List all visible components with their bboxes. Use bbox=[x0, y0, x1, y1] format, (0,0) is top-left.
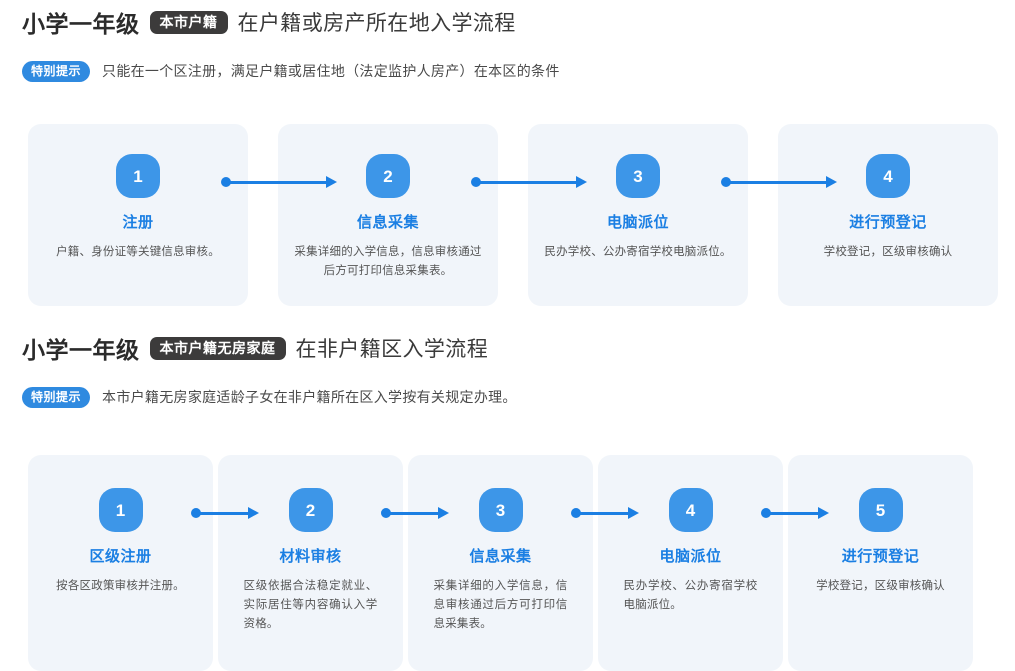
step-number-badge: 4 bbox=[866, 154, 910, 198]
step-title: 材料审核 bbox=[279, 548, 342, 565]
step-card[interactable]: 2 材料审核 区级依据合法稳定就业、实际居住等内容确认入学资格。 bbox=[218, 455, 449, 671]
step-description: 民办学校、公办寄宿学校电脑派位。 bbox=[544, 246, 732, 258]
step-number-badge: 2 bbox=[288, 488, 333, 532]
step-card[interactable]: 5 进行预登记 学校登记，区级审核确认 bbox=[788, 455, 973, 671]
step-description: 户籍、身份证等关键信息审核。 bbox=[56, 246, 220, 258]
tip-row: 特别提示 本市户籍无房家庭适龄子女在非户籍所在区入学按有关规定办理。 bbox=[0, 380, 1015, 414]
connector-dot-icon bbox=[381, 508, 391, 518]
connector-dot-icon bbox=[221, 177, 231, 187]
step-title: 电脑派位 bbox=[659, 548, 722, 565]
step-description: 民办学校、公办寄宿学校电脑派位。 bbox=[623, 580, 758, 611]
flow-steps-local-hukou: 1 注册 户籍、身份证等关键信息审核。 2 信息采集 采集详细的入学信息，信息审… bbox=[28, 124, 998, 306]
step-card[interactable]: 4 进行预登记 学校登记，区级审核确认 bbox=[778, 124, 998, 306]
step-title: 进行预登记 bbox=[841, 548, 920, 565]
step-description: 采集详细的入学信息，信息审核通过后方可打印信息采集表。 bbox=[433, 580, 568, 630]
connector-dot-icon bbox=[761, 508, 771, 518]
step-title: 电脑派位 bbox=[606, 214, 669, 231]
section-no-housing-family: 小学一年级 本市户籍无房家庭 在非户籍区入学流程 特别提示 本市户籍无房家庭适龄… bbox=[0, 326, 1015, 414]
category-badge: 本市户籍 bbox=[149, 10, 228, 34]
step-title: 信息采集 bbox=[356, 214, 419, 231]
section-local-hukou: 小学一年级 本市户籍 在户籍或房产所在地入学流程 特别提示 只能在一个区注册，满… bbox=[0, 0, 1015, 88]
step-card[interactable]: 1 注册 户籍、身份证等关键信息审核。 bbox=[28, 124, 337, 306]
step-number-badge: 1 bbox=[116, 154, 160, 198]
step-description: 采集详细的入学信息，信息审核通过后方可打印信息采集表。 bbox=[294, 246, 482, 277]
step-title: 信息采集 bbox=[469, 548, 532, 565]
step-title: 区级注册 bbox=[89, 548, 152, 565]
step-card[interactable]: 1 区级注册 按各区政策审核并注册。 bbox=[28, 455, 259, 671]
tip-text: 只能在一个区注册，满足户籍或居住地（法定监护人房产）在本区的条件 bbox=[102, 63, 560, 79]
step-number-badge: 3 bbox=[478, 488, 523, 532]
step-description: 学校登记，区级审核确认 bbox=[816, 580, 945, 592]
connector-dot-icon bbox=[721, 177, 731, 187]
category-badge: 本市户籍无房家庭 bbox=[149, 336, 286, 360]
step-description: 学校登记，区级审核确认 bbox=[823, 246, 953, 258]
tip-row: 特别提示 只能在一个区注册，满足户籍或居住地（法定监护人房产）在本区的条件 bbox=[0, 54, 1015, 88]
connector-dot-icon bbox=[571, 508, 581, 518]
step-description: 区级依据合法稳定就业、实际居住等内容确认入学资格。 bbox=[243, 580, 378, 630]
tip-text: 本市户籍无房家庭适龄子女在非户籍所在区入学按有关规定办理。 bbox=[102, 389, 517, 405]
page-title: 小学一年级 bbox=[22, 337, 140, 363]
step-number-badge: 4 bbox=[668, 488, 713, 532]
step-number-badge: 3 bbox=[616, 154, 660, 198]
section-subtitle: 在户籍或房产所在地入学流程 bbox=[237, 12, 516, 35]
section-subtitle: 在非户籍区入学流程 bbox=[295, 338, 489, 361]
step-card[interactable]: 3 电脑派位 民办学校、公办寄宿学校电脑派位。 bbox=[528, 124, 837, 306]
flow-steps-no-housing-family: 1 区级注册 按各区政策审核并注册。 2 材料审核 区级依据合法稳定就业、实际居… bbox=[28, 455, 973, 671]
step-number-badge: 5 bbox=[858, 488, 903, 532]
section-header: 小学一年级 本市户籍 在户籍或房产所在地入学流程 bbox=[0, 0, 1015, 44]
connector-dot-icon bbox=[191, 508, 201, 518]
page-title: 小学一年级 bbox=[22, 11, 140, 37]
step-card[interactable]: 4 电脑派位 民办学校、公办寄宿学校电脑派位。 bbox=[598, 455, 829, 671]
connector-dot-icon bbox=[471, 177, 481, 187]
step-title: 进行预登记 bbox=[849, 214, 927, 231]
section-header: 小学一年级 本市户籍无房家庭 在非户籍区入学流程 bbox=[0, 326, 1015, 370]
step-description: 按各区政策审核并注册。 bbox=[56, 580, 185, 592]
step-card[interactable]: 2 信息采集 采集详细的入学信息，信息审核通过后方可打印信息采集表。 bbox=[278, 124, 587, 306]
step-number-badge: 2 bbox=[366, 154, 410, 198]
step-title: 注册 bbox=[122, 214, 154, 231]
status-badge: 特别提示 bbox=[22, 60, 91, 82]
status-badge: 特别提示 bbox=[22, 386, 91, 408]
step-number-badge: 1 bbox=[98, 488, 143, 532]
step-card[interactable]: 3 信息采集 采集详细的入学信息，信息审核通过后方可打印信息采集表。 bbox=[408, 455, 639, 671]
